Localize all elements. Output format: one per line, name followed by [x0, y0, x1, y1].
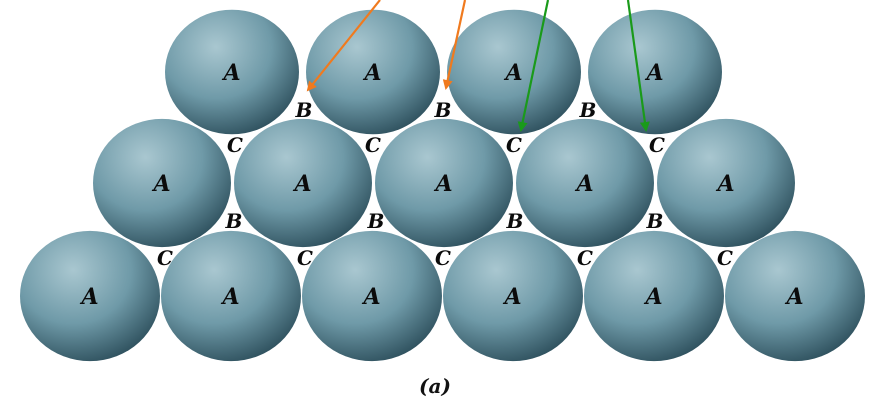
void-label-B: B: [434, 98, 452, 122]
void-label-C: C: [227, 133, 243, 157]
sphere-label: A: [643, 284, 662, 310]
void-label-B: B: [506, 209, 524, 233]
sphere-label: A: [503, 60, 522, 86]
sphere-label: A: [292, 171, 311, 197]
void-label-B: B: [295, 98, 313, 122]
sphere-middle-1: A: [93, 119, 231, 247]
sphere-middle-5: A: [657, 119, 795, 247]
sphere-bottom-5: A: [584, 231, 724, 361]
sphere-middle-3: A: [375, 119, 513, 247]
sphere-bottom-6: A: [725, 231, 865, 361]
sphere-bottom-1: A: [20, 231, 160, 361]
sphere-label: A: [79, 284, 98, 310]
sphere-label: A: [433, 171, 452, 197]
sphere-top-3: A: [447, 10, 581, 135]
void-label-C: C: [717, 246, 733, 270]
sphere-label: A: [715, 171, 734, 197]
sphere-middle-4: A: [516, 119, 654, 247]
sphere-label: A: [361, 284, 380, 310]
void-label-C: C: [506, 133, 522, 157]
sphere-label: A: [502, 284, 521, 310]
figure-caption: (a): [419, 374, 451, 398]
void-label-C: C: [365, 133, 381, 157]
sphere-label: A: [221, 60, 240, 86]
sphere-label: A: [151, 171, 170, 197]
void-label-B: B: [579, 98, 597, 122]
spheres-layer: A A A A A A A A A A A A A A A: [20, 10, 865, 361]
sphere-top-2: A: [306, 10, 440, 135]
void-label-C: C: [297, 246, 313, 270]
void-label-C: C: [649, 133, 665, 157]
sphere-label: A: [784, 284, 803, 310]
sphere-middle-2: A: [234, 119, 372, 247]
sphere-label: A: [574, 171, 593, 197]
void-label-C: C: [577, 246, 593, 270]
sphere-top-4: A: [588, 10, 722, 135]
sphere-top-1: A: [165, 10, 299, 135]
sphere-label: A: [220, 284, 239, 310]
void-label-B: B: [225, 209, 243, 233]
sphere-bottom-3: A: [302, 231, 442, 361]
void-label-C: C: [157, 246, 173, 270]
void-label-B: B: [646, 209, 664, 233]
sphere-label: A: [362, 60, 381, 86]
sphere-bottom-2: A: [161, 231, 301, 361]
void-label-C: C: [435, 246, 451, 270]
sphere-bottom-4: A: [443, 231, 583, 361]
sphere-label: A: [644, 60, 663, 86]
void-label-B: B: [367, 209, 385, 233]
